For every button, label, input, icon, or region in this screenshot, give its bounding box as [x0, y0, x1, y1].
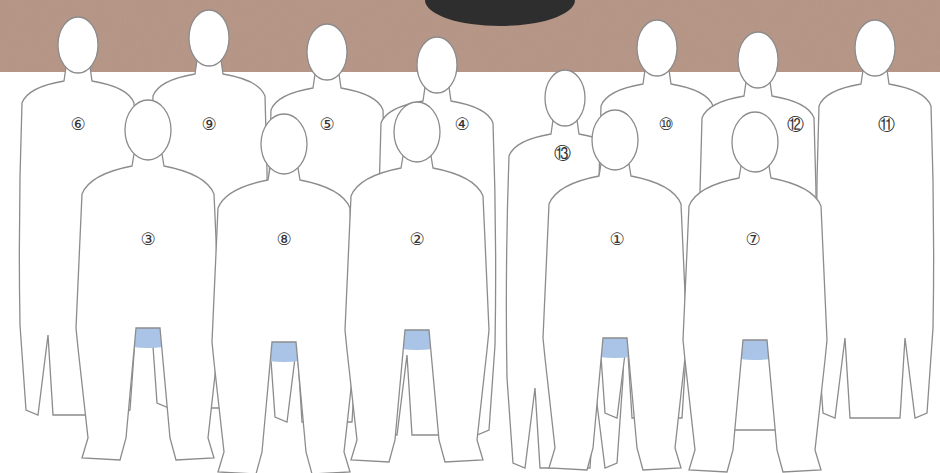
callout-number: ① [608, 231, 625, 248]
seated-person [76, 100, 220, 460]
callout-number: ⑧ [275, 231, 292, 248]
callout-number: ⑪ [877, 116, 896, 133]
seated-person [212, 114, 356, 473]
callout-number: ③ [139, 231, 156, 248]
callout-number: ⑨ [200, 116, 217, 133]
callout-number: ⑤ [318, 116, 335, 133]
standing-person [816, 20, 933, 418]
dark-object [425, 0, 575, 26]
callout-number: ⑬ [553, 145, 572, 162]
seated-person [543, 110, 687, 470]
seated-person [345, 102, 489, 462]
seated-person [683, 112, 827, 472]
callout-number: ⑫ [786, 116, 805, 133]
callout-number: ④ [453, 116, 470, 133]
callout-number: ⑦ [744, 231, 761, 248]
callout-number: ⑩ [657, 116, 674, 133]
callout-number: ⑥ [69, 116, 86, 133]
callout-number: ② [408, 231, 425, 248]
